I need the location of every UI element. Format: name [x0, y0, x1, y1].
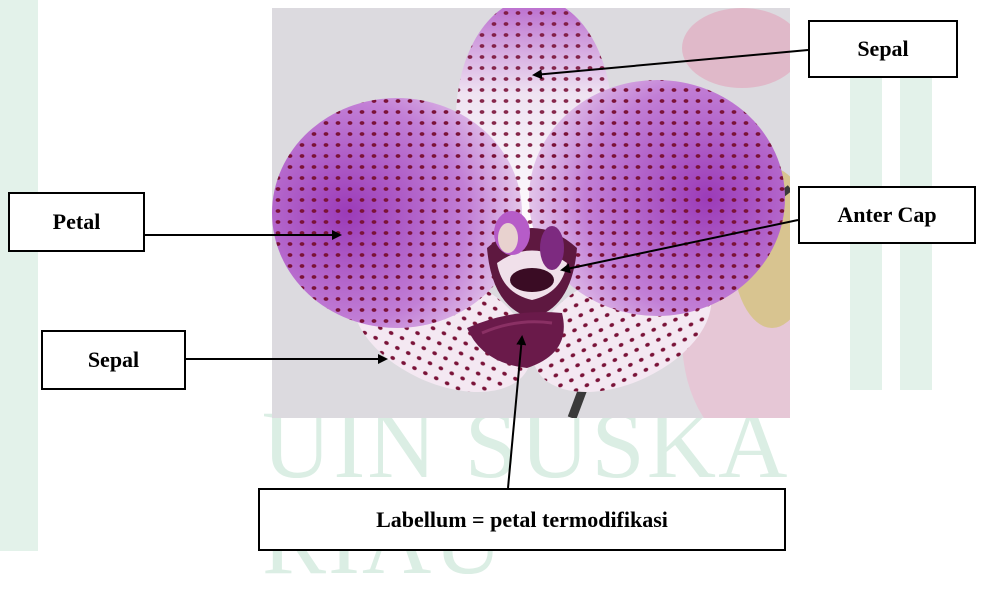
label-sepal-bottom: Sepal: [41, 330, 186, 390]
label-labellum: Labellum = petal termodifikasi: [258, 488, 786, 551]
label-sepal-top: Sepal: [808, 20, 958, 78]
label-petal: Petal: [8, 192, 145, 252]
pointer-line-sepal-top: [534, 50, 808, 75]
pointer-line-anter-cap: [562, 220, 798, 270]
pointer-lines: [0, 0, 988, 551]
pointer-line-labellum: [508, 337, 522, 488]
label-anter-cap: Anter Cap: [798, 186, 976, 244]
